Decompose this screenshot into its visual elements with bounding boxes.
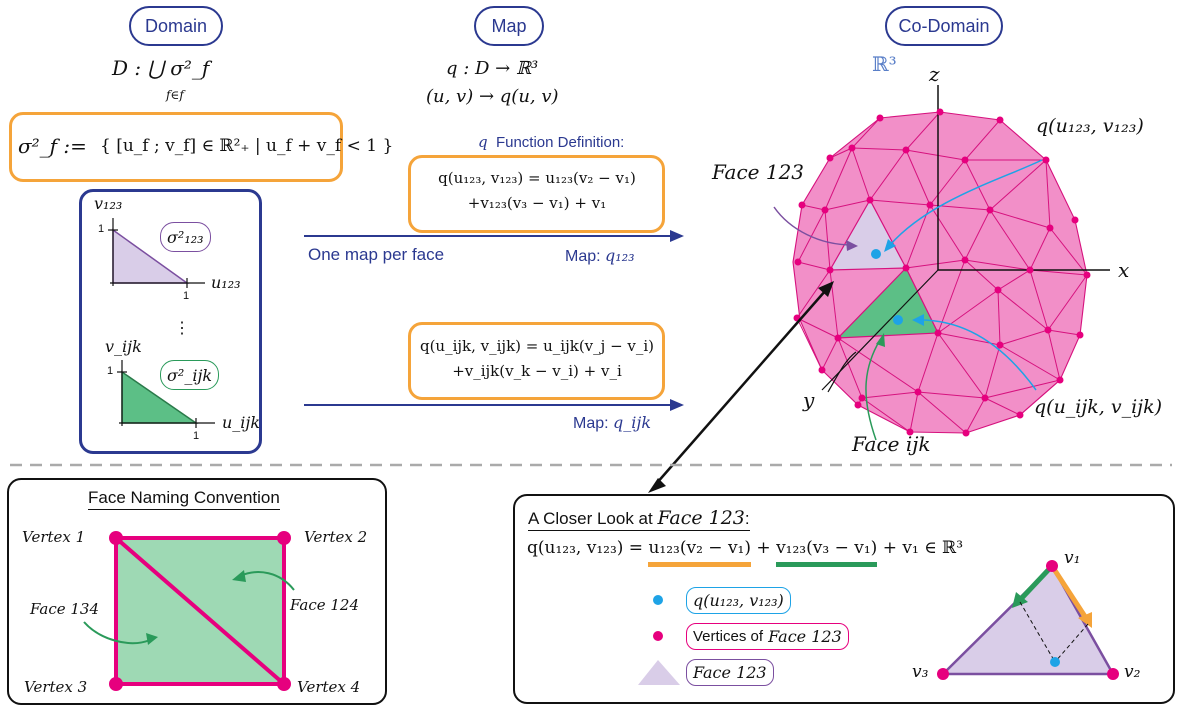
face-ijk-label: Face ijk bbox=[852, 432, 931, 456]
map-ijk-equation-box bbox=[408, 322, 665, 400]
closer-point bbox=[1050, 657, 1060, 667]
legend-vertex-icon bbox=[653, 631, 663, 641]
face-123-label: Face 123 bbox=[712, 160, 805, 184]
map-rule: (u, v) → q(u, v) bbox=[426, 86, 559, 107]
domain-header: Domain bbox=[129, 6, 223, 46]
closer-look-title: A Closer Look at Face 123: bbox=[528, 507, 750, 531]
axis-z-label: z bbox=[929, 62, 940, 86]
faceijk-callout bbox=[865, 339, 881, 441]
closer-eq-lhs: q(u₁₂₃, v₁₂₃) = bbox=[527, 538, 644, 558]
sigma-123-label: σ²₁₂₃ bbox=[160, 222, 211, 252]
sigma-definition-lhs: σ²_f := bbox=[18, 134, 87, 158]
domain-definition: D : ⋃ σ²_f bbox=[112, 56, 210, 80]
closer-eq-plus: + bbox=[756, 538, 771, 558]
vertex-3-dot bbox=[109, 677, 123, 691]
closer-look-link bbox=[655, 289, 827, 485]
map-ijk-eq-line2: +v_ijk(v_k − v_i) + v_i bbox=[452, 362, 622, 380]
vertex-4-dot bbox=[277, 677, 291, 691]
closer-eq-v-term: v₁₂₃(v₃ − v₁) bbox=[776, 538, 878, 567]
vertex-1-dot bbox=[109, 531, 123, 545]
y-axis-callout bbox=[827, 351, 857, 393]
map-123-symbol: q₁₂₃ bbox=[605, 246, 635, 265]
mesh-vertices bbox=[793, 108, 1091, 437]
vijk-axis-label: v_ijk bbox=[105, 337, 142, 356]
axis-y-label: y bbox=[803, 388, 815, 412]
vertex-4-label: Vertex 4 bbox=[297, 678, 361, 696]
v123-axis-label: v₁₂₃ bbox=[94, 194, 123, 213]
sigma-definition-box bbox=[9, 112, 343, 182]
one-map-per-face-label: One map per face bbox=[308, 245, 445, 264]
legend-vertices-text: Vertices of bbox=[693, 628, 764, 645]
closer-look-title-prefix: A Closer Look at bbox=[528, 509, 653, 528]
closer-v2 bbox=[1107, 668, 1119, 680]
legend-vertices-face: Face 123 bbox=[768, 627, 842, 646]
closer-eq-u-term: u₁₂₃(v₂ − v₁) bbox=[648, 538, 752, 567]
codomain-header: Co-Domain bbox=[885, 6, 1003, 46]
map-signature: q : D → ℝ³ bbox=[446, 58, 539, 79]
vertex-2-dot bbox=[277, 531, 291, 545]
qijk-label: q(u_ijk, v_ijk) bbox=[1034, 396, 1162, 418]
vertex-2-label: Vertex 2 bbox=[304, 528, 368, 546]
tick-label: 1 bbox=[98, 223, 105, 235]
map-ijk-label: Map: q_ijk bbox=[573, 413, 651, 433]
q123-label: q(u₁₂₃, v₁₂₃) bbox=[1036, 115, 1144, 137]
closer-v3 bbox=[937, 668, 949, 680]
r3-label: ℝ³ bbox=[872, 52, 897, 76]
legend-point-label: q(u₁₂₃, v₁₂₃) bbox=[686, 587, 791, 614]
point-q123 bbox=[871, 249, 881, 259]
closer-look-equation: q(u₁₂₃, v₁₂₃) = u₁₂₃(v₂ − v₁) + v₁₂₃(v₃ … bbox=[527, 538, 963, 567]
map-123-label: Map: q₁₂₃ bbox=[565, 246, 635, 266]
function-definition-title: q Function Definition: bbox=[478, 133, 624, 151]
map-123-eq-line1: q(u₁₂₃, v₁₂₃) = u₁₂₃(v₂ − v₁) bbox=[438, 169, 636, 187]
mesh-edges bbox=[796, 111, 1088, 434]
uijk-axis-label: u_ijk bbox=[222, 413, 261, 432]
sigma-definition-set: { [u_f ; v_f] ∈ ℝ²₊ | u_f + v_f < 1 } bbox=[100, 136, 394, 156]
closer-v2-label: v₂ bbox=[1124, 662, 1141, 682]
face-134-label: Face 134 bbox=[30, 600, 100, 618]
vertex-3-label: Vertex 3 bbox=[24, 678, 88, 696]
map-ijk-symbol: q_ijk bbox=[613, 413, 652, 432]
tick-label: 1 bbox=[193, 430, 200, 442]
vertical-ellipsis: ⋮ bbox=[174, 318, 190, 337]
map-123-eq-line2: +v₁₂₃(v₃ − v₁) + v₁ bbox=[467, 194, 607, 212]
closer-look-title-suffix: : bbox=[744, 509, 750, 528]
tick-label: 1 bbox=[107, 365, 114, 377]
legend-face-icon bbox=[638, 660, 680, 685]
map-ijk-text: Map: bbox=[573, 415, 609, 432]
axis-x-label: x bbox=[1118, 258, 1130, 282]
qijk-callout bbox=[919, 319, 1037, 391]
closer-v3-label: v₃ bbox=[912, 662, 929, 682]
q123-callout bbox=[889, 159, 1043, 246]
face-123-callout bbox=[773, 206, 853, 246]
map-ijk-eq-line1: q(u_ijk, v_ijk) = u_ijk(v_j − v_i) bbox=[419, 337, 655, 355]
closer-eq-rest: + v₁ ∈ ℝ³ bbox=[882, 538, 964, 558]
function-definition-text: Function Definition: bbox=[495, 134, 625, 151]
tick-label: 1 bbox=[183, 290, 190, 302]
legend-vertices-label: Vertices of Face 123 bbox=[686, 623, 849, 650]
q-symbol: q bbox=[478, 133, 488, 151]
point-qijk bbox=[893, 315, 903, 325]
legend-face-label: Face 123 bbox=[686, 659, 774, 686]
sigma-ijk-label: σ²_ijk bbox=[160, 360, 220, 390]
face-naming-title: Face Naming Convention bbox=[88, 488, 280, 510]
map-header: Map bbox=[474, 6, 544, 46]
legend-point-icon bbox=[653, 595, 663, 605]
closer-v1-label: v₁ bbox=[1064, 548, 1081, 568]
map-123-equation-box bbox=[408, 155, 665, 233]
face-123-highlight bbox=[828, 198, 907, 271]
closer-v1 bbox=[1046, 560, 1058, 572]
map-123-text: Map: bbox=[565, 248, 601, 265]
section-divider bbox=[10, 463, 1172, 467]
union-index: f∈f bbox=[166, 88, 184, 102]
closer-look-title-face: Face 123 bbox=[657, 507, 745, 529]
vertex-1-label: Vertex 1 bbox=[22, 528, 86, 546]
face-124-label: Face 124 bbox=[290, 596, 360, 614]
u123-axis-label: u₁₂₃ bbox=[211, 273, 241, 292]
